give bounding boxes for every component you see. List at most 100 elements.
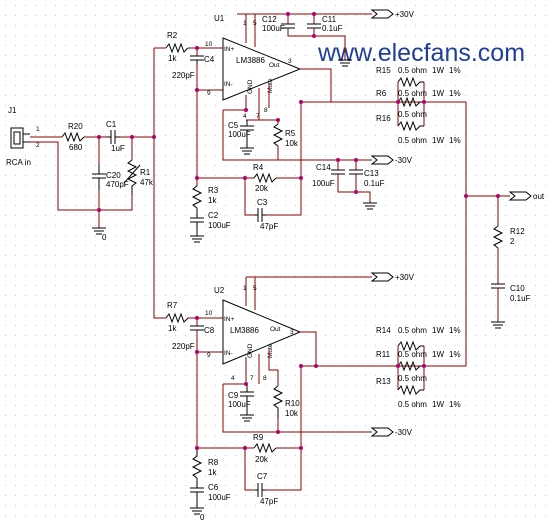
svg-text:0.5 ohm: 0.5 ohm (398, 326, 427, 335)
svg-text:R13: R13 (376, 377, 391, 386)
svg-text:R15: R15 (376, 66, 391, 75)
junction-dot (244, 108, 248, 112)
junction-dot (312, 34, 316, 38)
svg-text:9: 9 (207, 352, 211, 359)
svg-text:220pF: 220pF (172, 342, 195, 351)
svg-text:10: 10 (205, 41, 213, 48)
capacitor-c1: C1 1uF (106, 120, 125, 153)
junction-dot (299, 100, 303, 104)
svg-text:C12: C12 (262, 15, 277, 24)
svg-text:100uF: 100uF (228, 400, 251, 409)
junction-dot (276, 430, 280, 434)
junction-dot (244, 382, 248, 386)
capacitor-c4: C4 220pF (172, 55, 215, 80)
svg-text:C13: C13 (364, 169, 379, 178)
watermark: www.elecfans.com (317, 39, 525, 67)
svg-text:1%: 1% (449, 136, 461, 145)
svg-text:1W: 1W (432, 66, 444, 75)
junction-dot (314, 364, 318, 368)
junction-dot (396, 364, 400, 368)
junction-dots (97, 12, 500, 450)
svg-text:C9: C9 (228, 391, 239, 400)
resistor-r9: R9 20k (253, 433, 277, 464)
capacitor-c8: C8 220pF (172, 325, 215, 351)
svg-text:U2: U2 (214, 286, 225, 295)
svg-text:R14: R14 (376, 326, 391, 335)
svg-text:1%: 1% (449, 326, 461, 335)
svg-text:0.5 ohm: 0.5 ohm (398, 89, 427, 98)
rail-label-pos: +30V (370, 9, 415, 19)
junction-dot (195, 46, 199, 50)
svg-text:7: 7 (250, 375, 254, 382)
junction-dot (130, 135, 134, 139)
svg-text:1%: 1% (449, 350, 461, 359)
wire (268, 350, 279, 386)
svg-text:R10: R10 (285, 399, 300, 408)
svg-text:100uF: 100uF (262, 24, 285, 33)
output-label: out (508, 191, 545, 201)
svg-text:100uF: 100uF (208, 221, 231, 230)
svg-text:-30V: -30V (395, 428, 413, 437)
junction-dot (354, 158, 358, 162)
svg-text:1W: 1W (432, 350, 444, 359)
capacitor-c11: C11 0.1uF (307, 15, 343, 33)
svg-text:U1: U1 (214, 14, 225, 23)
junction-dot (243, 176, 247, 180)
ground-symbol (491, 321, 505, 329)
svg-text:+30V: +30V (395, 273, 415, 282)
svg-text:47pF: 47pF (260, 222, 278, 231)
junction-dot (464, 194, 468, 198)
wire (300, 68, 332, 102)
svg-text:Mute: Mute (267, 78, 274, 93)
svg-text:1k: 1k (208, 196, 217, 205)
svg-text:R6: R6 (376, 89, 387, 98)
svg-text:0.1uF: 0.1uF (322, 24, 343, 33)
junction-dot (422, 364, 426, 368)
svg-text:C1: C1 (106, 120, 117, 129)
junction-dot (299, 364, 303, 368)
junction-dot (195, 88, 199, 92)
opamp-u2: U2 LM3886 IN+ IN- Out 10 9 3 1 5 4 7 8 G… (205, 285, 302, 382)
junction-dot (195, 176, 199, 180)
svg-text:0.5 ohm: 0.5 ohm (398, 400, 427, 409)
junction-dot (276, 118, 280, 122)
svg-text:0.5 ohm: 0.5 ohm (398, 110, 427, 119)
junction-dot (97, 208, 101, 212)
capacitor-c6: C6 100uF (190, 478, 231, 508)
junction-dot (97, 135, 101, 139)
svg-text:4: 4 (243, 113, 247, 120)
svg-text:R9: R9 (253, 433, 264, 442)
ground-symbol (240, 147, 254, 155)
rail-label-neg: -30V (370, 155, 413, 165)
svg-text:1k: 1k (208, 468, 217, 477)
svg-text:out: out (533, 192, 545, 201)
wire (300, 331, 317, 366)
capacitor-c10: C10 0.1uF (491, 283, 531, 303)
svg-text:Out: Out (269, 62, 280, 69)
svg-text:10k: 10k (285, 139, 299, 148)
svg-text:GND: GND (247, 343, 254, 358)
junction-dot (243, 446, 247, 450)
resistor-r5: R5 10k (272, 123, 299, 148)
ground-symbol: 0 (190, 507, 205, 521)
svg-text:IN-: IN- (224, 350, 233, 357)
svg-text:3: 3 (288, 58, 292, 65)
svg-text:Mute: Mute (267, 343, 274, 358)
wire (287, 28, 346, 60)
capacitor-c3: C3 47pF (255, 198, 278, 231)
svg-text:470pF: 470pF (106, 180, 129, 189)
resistor-r12: R12 2 (492, 225, 525, 249)
resistor-r13: R13 0.5 ohm 0.5 ohm 1W 1% (376, 374, 461, 409)
svg-text:C8: C8 (204, 326, 215, 335)
junction-dot (299, 176, 303, 180)
junction-dot (422, 100, 426, 104)
svg-text:0.5 ohm: 0.5 ohm (398, 66, 427, 75)
svg-text:0.5 ohm: 0.5 ohm (398, 374, 427, 383)
wire (266, 448, 302, 491)
svg-text:0.5 ohm: 0.5 ohm (398, 136, 427, 145)
junction-dot (195, 316, 199, 320)
junction-dot (195, 446, 199, 450)
svg-text:C2: C2 (208, 211, 219, 220)
svg-text:220pF: 220pF (172, 71, 195, 80)
